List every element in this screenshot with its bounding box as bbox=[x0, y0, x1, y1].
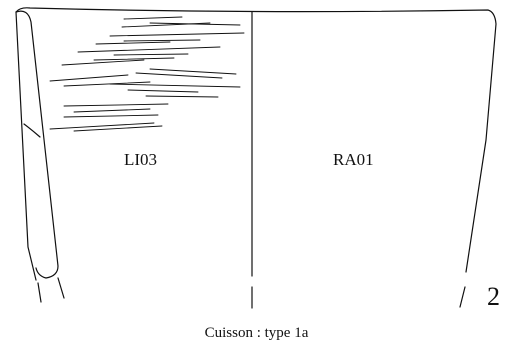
surface-striations bbox=[49, 16, 245, 132]
left-side-label: LI03 bbox=[124, 150, 158, 169]
vessel-outline bbox=[15, 7, 497, 281]
figure-caption: Cuisson : type 1a bbox=[204, 325, 309, 341]
right-side-label: RA01 bbox=[333, 150, 374, 169]
left-base-tick-2 bbox=[57, 277, 65, 299]
section-strip bbox=[15, 10, 59, 279]
figure-number: 2 bbox=[487, 282, 500, 311]
left-base-tick-1 bbox=[37, 282, 42, 303]
section-joint-line bbox=[23, 123, 41, 138]
right-base-tick bbox=[459, 286, 466, 308]
